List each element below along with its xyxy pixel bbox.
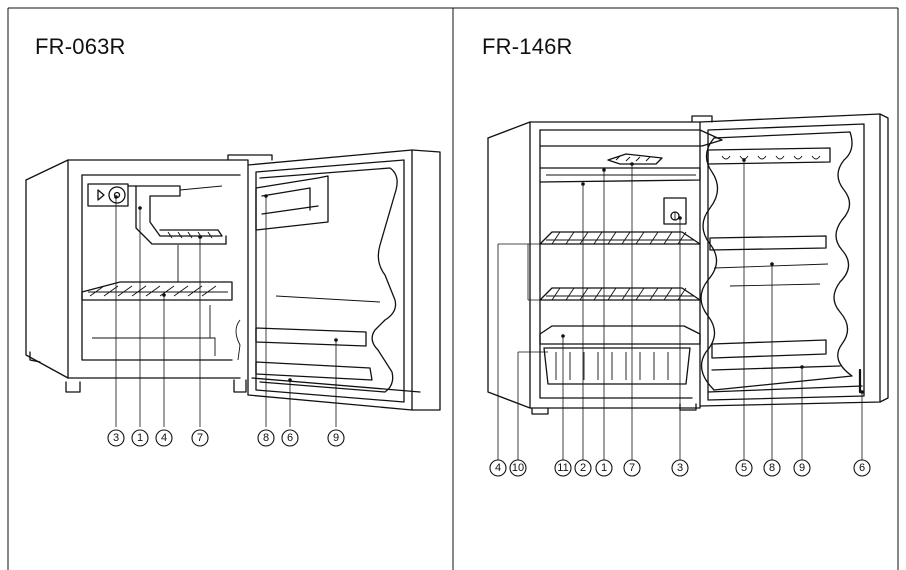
svg-text:3: 3 (113, 432, 119, 444)
svg-text:8: 8 (769, 462, 775, 474)
callout-label: 9 (327, 429, 345, 447)
callout-label: 1 (595, 459, 613, 477)
callouts-right: 4 10 11 2 1 7 3 5 8 9 6 (489, 459, 871, 477)
leader-lines-left (114, 194, 338, 427)
callout-label: 11 (554, 459, 572, 477)
callout-label: 4 (155, 429, 173, 447)
callout-label: 7 (623, 459, 641, 477)
svg-text:7: 7 (629, 462, 635, 474)
panel-fr-146r: FR-146R (453, 8, 898, 570)
callout-label: 1 (131, 429, 149, 447)
svg-text:11: 11 (557, 462, 568, 474)
callout-label: 3 (671, 459, 689, 477)
svg-text:10: 10 (512, 462, 524, 474)
svg-text:2: 2 (580, 462, 586, 474)
callout-label: 8 (257, 429, 275, 447)
svg-text:9: 9 (799, 462, 805, 474)
fridge-illustration-fr-063r (25, 149, 441, 411)
svg-text:6: 6 (287, 432, 293, 444)
svg-text:4: 4 (495, 462, 501, 474)
svg-text:8: 8 (263, 432, 269, 444)
callout-label: 9 (793, 459, 811, 477)
svg-text:9: 9 (333, 432, 339, 444)
callout-label: 6 (853, 459, 871, 477)
callout-label: 5 (735, 459, 753, 477)
callout-label: 2 (574, 459, 592, 477)
svg-text:3: 3 (677, 462, 683, 474)
callout-label: 8 (763, 459, 781, 477)
svg-text:1: 1 (137, 432, 143, 444)
fridge-illustration-fr-146r (487, 113, 889, 415)
svg-text:6: 6 (859, 462, 865, 474)
panel-fr-063r: FR-063R (8, 8, 453, 570)
model-title: FR-146R (482, 34, 573, 59)
svg-text:5: 5 (741, 462, 747, 474)
callout-label: 10 (509, 459, 527, 477)
callout-label: 7 (191, 429, 209, 447)
svg-text:4: 4 (161, 432, 167, 444)
callout-label: 6 (281, 429, 299, 447)
callout-label: 4 (489, 459, 507, 477)
svg-text:1: 1 (601, 462, 607, 474)
callouts-left: 3 1 4 7 8 6 9 (107, 429, 345, 447)
model-title: FR-063R (35, 34, 126, 59)
callout-label: 3 (107, 429, 125, 447)
svg-text:7: 7 (197, 432, 203, 444)
leader-lines-right (497, 158, 864, 460)
